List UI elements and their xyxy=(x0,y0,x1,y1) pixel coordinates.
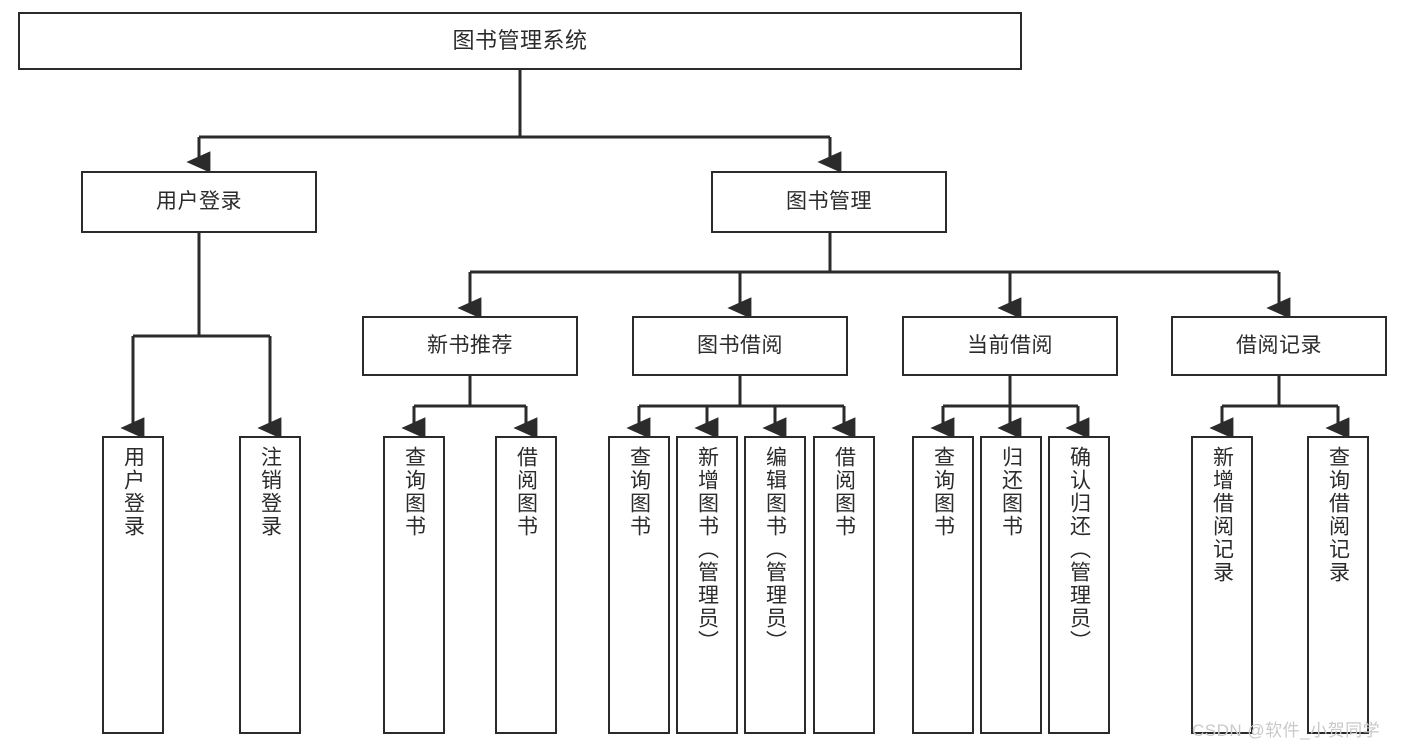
node-label: 查询借阅记录 xyxy=(1326,446,1350,584)
node-label: 新增图书（管理员） xyxy=(695,446,719,653)
node-label: 借阅图书 xyxy=(514,446,538,538)
leaf-user-login-login[interactable]: 用户登录 xyxy=(102,436,164,734)
leaf-current-borrow-return[interactable]: 归还图书 xyxy=(980,436,1042,734)
leaf-book-borrow-borrow[interactable]: 借阅图书 xyxy=(813,436,875,734)
node-label: 查询图书 xyxy=(627,446,651,538)
leaf-new-book-borrow[interactable]: 借阅图书 xyxy=(495,436,557,734)
leaf-book-borrow-edit[interactable]: 编辑图书（管理员） xyxy=(744,436,806,734)
node-label: 确认归还（管理员） xyxy=(1067,446,1091,653)
node-label: 借阅记录 xyxy=(1236,333,1322,357)
leaf-book-borrow-query[interactable]: 查询图书 xyxy=(608,436,670,734)
leaf-current-borrow-query[interactable]: 查询图书 xyxy=(912,436,974,734)
node-label: 新书推荐 xyxy=(427,333,513,357)
node-label: 图书借阅 xyxy=(697,333,783,357)
node-label: 当前借阅 xyxy=(967,333,1053,357)
node-label: 编辑图书（管理员） xyxy=(763,446,787,653)
node-label: 查询图书 xyxy=(931,446,955,538)
node-label: 用户登录 xyxy=(121,446,145,538)
leaf-borrow-record-add[interactable]: 新增借阅记录 xyxy=(1191,436,1253,734)
node-label: 用户登录 xyxy=(156,189,242,213)
node-book-management[interactable]: 图书管理 xyxy=(711,171,947,233)
leaf-book-borrow-add[interactable]: 新增图书（管理员） xyxy=(676,436,738,734)
node-label: 借阅图书 xyxy=(832,446,856,538)
node-label: 图书管理 xyxy=(786,189,872,213)
node-user-login[interactable]: 用户登录 xyxy=(81,171,317,233)
node-borrow-record[interactable]: 借阅记录 xyxy=(1171,316,1387,376)
node-book-borrow[interactable]: 图书借阅 xyxy=(632,316,848,376)
node-new-book-recommend[interactable]: 新书推荐 xyxy=(362,316,578,376)
leaf-current-borrow-confirm-return[interactable]: 确认归还（管理员） xyxy=(1048,436,1110,734)
leaf-borrow-record-query[interactable]: 查询借阅记录 xyxy=(1307,436,1369,734)
leaf-user-login-logout[interactable]: 注销登录 xyxy=(239,436,301,734)
node-label: 查询图书 xyxy=(402,446,426,538)
node-label: 注销登录 xyxy=(258,446,282,538)
leaf-new-book-query[interactable]: 查询图书 xyxy=(383,436,445,734)
node-label: 图书管理系统 xyxy=(452,28,588,54)
node-current-borrow[interactable]: 当前借阅 xyxy=(902,316,1118,376)
node-root-system[interactable]: 图书管理系统 xyxy=(18,12,1022,70)
node-label: 新增借阅记录 xyxy=(1210,446,1234,584)
node-label: 归还图书 xyxy=(999,446,1023,538)
